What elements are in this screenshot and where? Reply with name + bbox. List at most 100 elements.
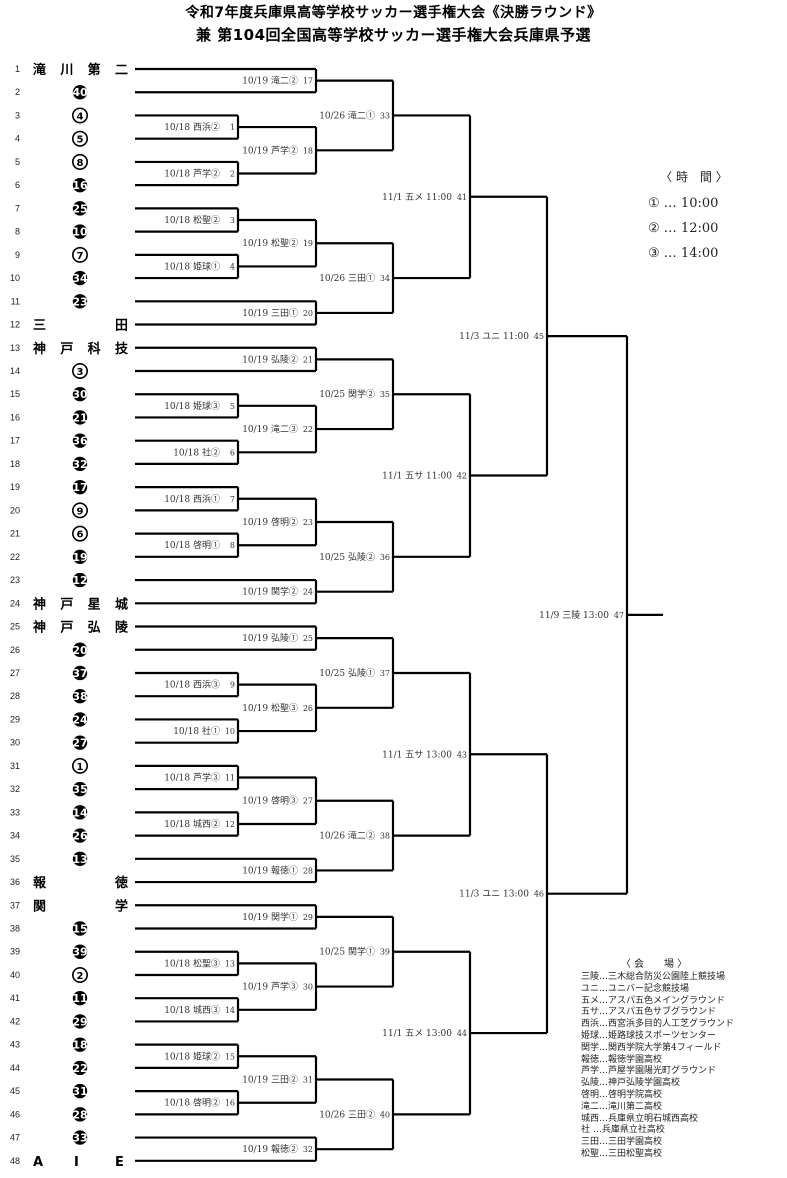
time-legend-item: ③ … 14:00 bbox=[648, 246, 719, 261]
venue-legend-item: 五サ…アスパ五色サブグラウンド bbox=[581, 1007, 717, 1018]
seed-number: 26 bbox=[72, 830, 88, 843]
match-number: 17 bbox=[303, 77, 313, 86]
seed-number: 16 bbox=[72, 179, 88, 192]
entry-number: 35 bbox=[10, 854, 20, 864]
seed-circle-icon bbox=[72, 433, 88, 448]
seed-number: 31 bbox=[72, 1085, 87, 1098]
entry-number: 30 bbox=[10, 738, 20, 748]
team-name-char: I bbox=[74, 1155, 79, 1170]
seed-number: 40 bbox=[72, 86, 88, 99]
seed-circle-icon bbox=[72, 502, 89, 519]
match-number: 7 bbox=[230, 495, 235, 504]
seed-circle-icon bbox=[72, 1060, 88, 1076]
match-label: 10/26 三田② bbox=[319, 1109, 375, 1120]
seed-circle-icon bbox=[72, 712, 88, 727]
match-label: 11/3 ユニ 13:00 bbox=[459, 890, 529, 900]
seed-circle-icon bbox=[72, 689, 88, 704]
seed-circle-icon bbox=[72, 851, 88, 867]
seed-circle-icon bbox=[72, 525, 89, 542]
match-number: 18 bbox=[303, 146, 313, 155]
match-label: 11/1 五サ 13:00 bbox=[382, 749, 452, 760]
match-label: 10/19 関学① bbox=[242, 911, 298, 923]
seed-circle-icon bbox=[72, 362, 89, 379]
match-number: 11 bbox=[225, 774, 235, 783]
seed-number: 19 bbox=[72, 551, 87, 564]
match-label: 10/18 芦学② bbox=[164, 168, 220, 180]
match-number: 26 bbox=[303, 704, 313, 713]
seed-circle-icon bbox=[72, 270, 88, 286]
seed-number: 10 bbox=[72, 226, 88, 239]
match-label: 10/19 報徳① bbox=[242, 864, 298, 876]
seed-circle-icon bbox=[72, 153, 89, 170]
team-name-char: 弘 bbox=[88, 621, 101, 636]
match-label: 11/1 五サ 11:00 bbox=[382, 471, 452, 482]
seed-number: 20 bbox=[72, 644, 88, 657]
match-number: 2 bbox=[230, 170, 235, 179]
match-number: 31 bbox=[303, 1076, 313, 1085]
time-legend-item: ② … 12:00 bbox=[648, 221, 719, 236]
entry-number: 22 bbox=[10, 552, 20, 562]
team-name-char: 二 bbox=[115, 63, 128, 78]
venue-legend-item: 報徳…報徳学園高校 bbox=[581, 1054, 663, 1065]
venue-legend-item: 社 …兵庫県立社高校 bbox=[581, 1125, 665, 1136]
seed-number: 3 bbox=[77, 367, 84, 378]
team-name-char: 神 bbox=[33, 341, 46, 357]
seed-circle-icon bbox=[72, 781, 88, 797]
match-number: 44 bbox=[457, 1029, 467, 1038]
team-name-char: 徳 bbox=[114, 875, 128, 891]
match-number: 10 bbox=[225, 727, 235, 736]
match-label: 10/18 西浜② bbox=[164, 122, 220, 133]
entry-number: 10 bbox=[10, 273, 20, 283]
match-number: 29 bbox=[303, 913, 313, 922]
match-number: 12 bbox=[225, 820, 235, 829]
seed-number: 37 bbox=[72, 667, 87, 680]
match-label: 10/19 啓明② bbox=[242, 516, 298, 528]
seed-circle-icon bbox=[72, 294, 88, 309]
team-name-char: 技 bbox=[115, 341, 129, 357]
seed-number: 18 bbox=[72, 1039, 87, 1052]
time-legend: 〈 時 間 〉 ① … 10:00 ② … 12:00 ③ … 14:00 bbox=[648, 168, 748, 271]
seed-circle-icon bbox=[72, 456, 88, 472]
seed-circle-icon bbox=[72, 246, 89, 263]
seed-circle-icon bbox=[72, 1130, 88, 1145]
match-label: 10/19 弘陵② bbox=[242, 354, 298, 365]
match-label: 10/19 滝二② bbox=[242, 76, 298, 87]
entry-number: 5 bbox=[15, 157, 20, 167]
seed-number: 13 bbox=[72, 853, 87, 866]
venue-legend-item: 芦学…芦屋学園陽光町グラウンド bbox=[581, 1066, 717, 1077]
match-label: 10/18 啓明① bbox=[164, 539, 220, 551]
entry-number: 19 bbox=[10, 482, 20, 492]
seed-circle-icon bbox=[72, 944, 88, 959]
match-number: 6 bbox=[230, 448, 235, 457]
entry-number: 2 bbox=[15, 87, 20, 97]
match-label: 10/18 芦学③ bbox=[164, 772, 220, 784]
match-label: 10/26 三田① bbox=[319, 273, 375, 284]
seed-number: 1 bbox=[77, 762, 84, 773]
match-number: 30 bbox=[303, 983, 313, 992]
match-label: 10/18 城西② bbox=[164, 819, 220, 830]
match-number: 47 bbox=[614, 611, 624, 620]
team-name-char: 戸 bbox=[60, 621, 73, 636]
venue-legend-item: 啓明…啓明学院高校 bbox=[581, 1089, 663, 1100]
match-number: 9 bbox=[230, 681, 235, 690]
entry-number: 17 bbox=[10, 436, 20, 446]
match-label: 11/3 ユニ 11:00 bbox=[459, 332, 529, 342]
match-number: 35 bbox=[380, 390, 390, 399]
match-label: 10/25 関学① bbox=[319, 946, 375, 958]
match-label: 10/18 松聖② bbox=[164, 214, 220, 226]
entry-number: 14 bbox=[10, 366, 20, 376]
match-label: 10/19 滝二③ bbox=[242, 424, 298, 435]
match-label: 10/18 西浜③ bbox=[164, 680, 220, 691]
entry-number: 34 bbox=[10, 831, 20, 841]
entry-number: 47 bbox=[10, 1133, 20, 1143]
seed-circle-icon bbox=[72, 572, 88, 588]
match-label: 10/18 城西③ bbox=[164, 1005, 220, 1016]
venue-legend-item: 城西…兵庫県立明石城西高校 bbox=[581, 1113, 699, 1124]
seed-circle-icon bbox=[72, 107, 89, 124]
entry-number: 42 bbox=[10, 1016, 20, 1026]
match-number: 5 bbox=[230, 402, 235, 411]
entry-number: 25 bbox=[10, 622, 20, 632]
entry-number: 28 bbox=[10, 691, 20, 701]
seed-circle-icon bbox=[72, 177, 88, 193]
title-line-2: 兼 第104回全国高等学校サッカー選手権大会兵庫県予選 bbox=[195, 26, 592, 44]
